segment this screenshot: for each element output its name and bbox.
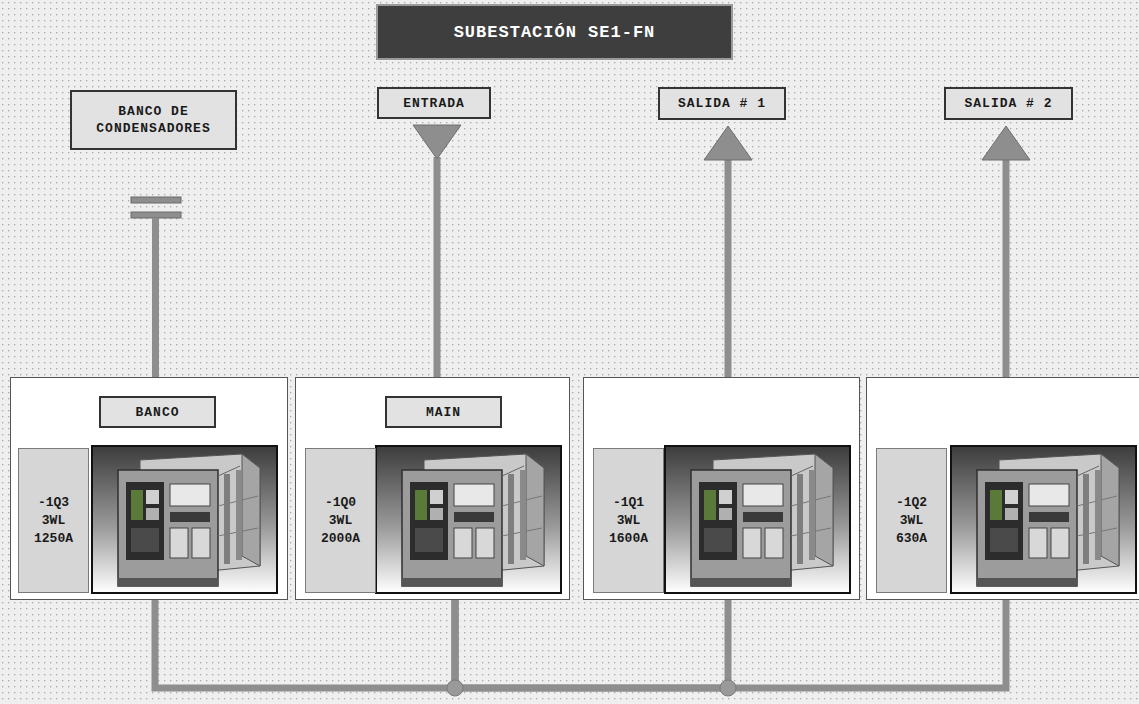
- box-text: MAIN: [426, 404, 461, 421]
- breaker-picture: [92, 446, 277, 593]
- box-text: -1Q1 3WL 1600A: [605, 494, 652, 548]
- feeder-label: ENTRADA: [377, 87, 491, 119]
- feeder-wire: [1003, 156, 1010, 377]
- cubicle-ground: [866, 377, 1139, 600]
- feeder-wire: [455, 600, 1006, 688]
- feeder-label: SALIDA # 1: [658, 87, 786, 120]
- feeder-wire: [455, 600, 728, 688]
- caption-box: BANCO DE CONDENSADORES: [70, 90, 237, 150]
- feeder-line: [455, 600, 728, 688]
- breaker-rating: -1Q3 3WL 1250A: [18, 448, 89, 593]
- feeder-line: [155, 600, 455, 688]
- breaker-picture: [665, 446, 850, 593]
- breaker-cubicle: -1Q1 3WL 1600A: [583, 377, 860, 600]
- bus-junction: [720, 680, 736, 696]
- cubicle-ground: [295, 377, 570, 600]
- feeder-line: [455, 600, 1006, 688]
- breaker-picture: [376, 446, 561, 593]
- box-text: SALIDA # 2: [964, 95, 1052, 112]
- capacitor-symbol: [131, 197, 181, 377]
- arrow-head: [982, 126, 1030, 160]
- arrow-head: [413, 125, 461, 159]
- box-text: ENTRADA: [403, 95, 465, 112]
- breaker-cubicle: BANCO -1Q3 3WL 1250A: [10, 377, 288, 600]
- bus-junction: [447, 680, 463, 696]
- box-text: -1Q0 3WL 2000A: [317, 494, 364, 548]
- breaker-rating: -1Q2 3WL 630A: [876, 448, 947, 593]
- breaker-rating: -1Q1 3WL 1600A: [593, 448, 664, 593]
- breaker-cubicle: MAIN -1Q0 3WL 2000A: [295, 377, 570, 600]
- feeder-label: SALIDA # 2: [944, 87, 1073, 120]
- feeder-wire: [155, 600, 455, 688]
- feeder-line: [982, 126, 1030, 377]
- box-text: -1Q3 3WL 1250A: [30, 494, 77, 548]
- cubicle-label: BANCO: [99, 396, 216, 428]
- box-text: BANCO DE CONDENSADORES: [78, 103, 229, 137]
- feeder-line: [413, 125, 461, 377]
- title-banner: SUBESTACIÓN SE1-FN: [376, 4, 733, 60]
- cubicle-ground: [583, 377, 860, 600]
- breaker-picture: [951, 446, 1136, 593]
- capacitor-wire: [152, 218, 159, 377]
- cubicle-grounds: [10, 377, 1139, 600]
- box-text: BANCO: [135, 404, 179, 421]
- box-text: SALIDA # 1: [678, 95, 766, 112]
- arrow-head: [704, 126, 752, 160]
- cubicle-label: MAIN: [385, 396, 502, 428]
- feeder-wire: [434, 157, 441, 377]
- box-text: -1Q2 3WL 630A: [888, 494, 935, 548]
- breaker-cubicle: -1Q2 3WL 630A: [866, 377, 1139, 600]
- cubicle-ground: [10, 377, 288, 600]
- title-text: SUBESTACIÓN SE1-FN: [454, 23, 656, 42]
- feeder-line: [704, 126, 752, 377]
- feeder-wire: [725, 156, 732, 377]
- breaker-rating: -1Q0 3WL 2000A: [305, 448, 376, 593]
